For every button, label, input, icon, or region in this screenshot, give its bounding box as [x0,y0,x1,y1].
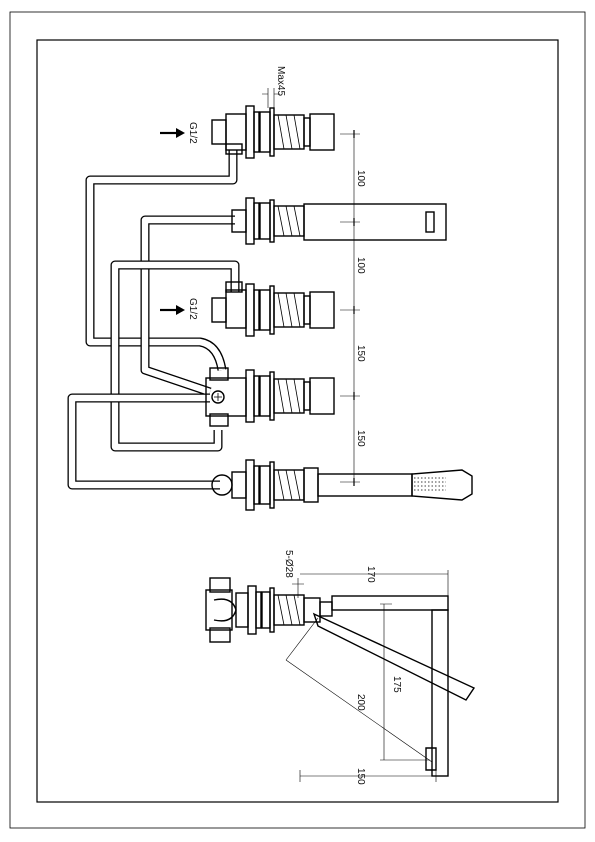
spout-unit [231,197,447,245]
inlet-arrow-top [160,128,185,138]
spacing-label-2: 100 [355,257,366,274]
spout-height-label: 175 [391,676,402,693]
spacing-label-1: 100 [355,170,366,187]
inlet-arrow-mid [160,305,185,315]
outer-frame [9,11,586,829]
holes-label: 5-Ø28 [283,550,294,578]
spacing-label-4: 150 [355,430,366,447]
base-offset-label: 150 [355,768,366,785]
spacing-label-3: 150 [355,345,366,362]
thread-label-mid: G1/2 [187,298,198,320]
connection-hoses [67,150,240,490]
valve-1 [211,105,335,159]
valve-2 [211,281,335,337]
spout-diagonal-label: 200 [355,694,366,711]
max-wall-label: Max45 [275,66,286,96]
spout-length-label: 170 [365,566,376,583]
dimension-lines [262,88,449,782]
inner-frame [36,39,559,803]
spout-side-view [205,577,476,777]
thread-label-top: G1/2 [187,122,198,144]
hand-shower-unit [211,459,473,511]
diverter-unit [205,367,335,427]
